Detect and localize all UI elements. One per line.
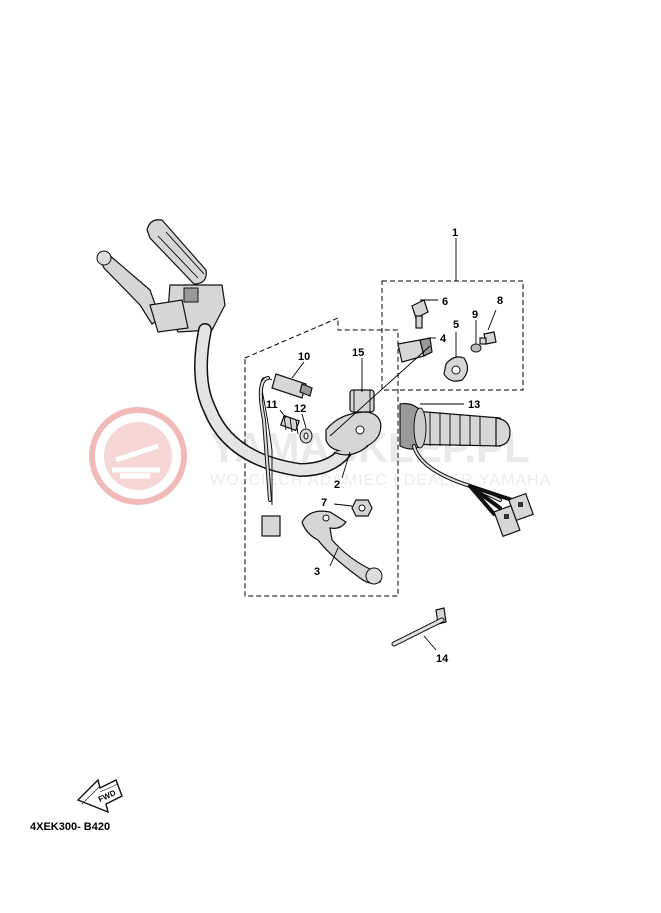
part-lever-holder	[325, 411, 382, 456]
part-nut	[351, 499, 373, 517]
part-bolt	[411, 299, 429, 329]
callout-9: 9	[472, 309, 478, 321]
part-switch	[397, 337, 433, 363]
callout-14: 14	[436, 653, 449, 665]
callout-8: 8	[497, 295, 503, 307]
callout-12: 12	[294, 403, 306, 415]
part-washer	[299, 428, 313, 444]
handlebar-left	[96, 219, 352, 478]
diagram-code: 4XEK300- B420	[30, 821, 111, 833]
assembly-box-left	[244, 317, 399, 597]
part-adjuster	[280, 414, 300, 435]
part-cable-tie	[391, 607, 447, 647]
watermark-sub-text: WOJCIECH ADAMIEC | DEALER YAMAHA	[210, 472, 551, 489]
callout-labels: 1 2 3 4 5 6 7 8 9 10 11 12 13 14 15	[266, 227, 503, 665]
callout-2: 2	[334, 479, 340, 491]
watermark-logo	[89, 407, 187, 505]
part-brake-lever	[301, 510, 383, 585]
callout-10: 10	[298, 351, 310, 363]
callout-1: 1	[452, 227, 458, 239]
part-brake-switch	[258, 373, 313, 537]
callout-7: 7	[321, 497, 327, 509]
callout-6: 6	[442, 296, 448, 308]
callout-11: 11	[266, 399, 278, 411]
part-screw	[479, 331, 497, 345]
fwd-arrow-icon: FWD	[76, 778, 123, 814]
callout-5: 5	[453, 319, 459, 331]
callout-3: 3	[314, 566, 320, 578]
throttle-grip	[399, 403, 511, 450]
leader-lines	[279, 238, 497, 651]
wire-harness	[412, 444, 534, 538]
part-cover	[443, 356, 469, 382]
callout-13: 13	[468, 399, 480, 411]
assembly-box-right	[381, 280, 524, 391]
part-screw-small	[470, 343, 482, 353]
part-clamp	[349, 389, 375, 413]
callout-4: 4	[440, 333, 447, 345]
callout-15: 15	[352, 347, 364, 359]
